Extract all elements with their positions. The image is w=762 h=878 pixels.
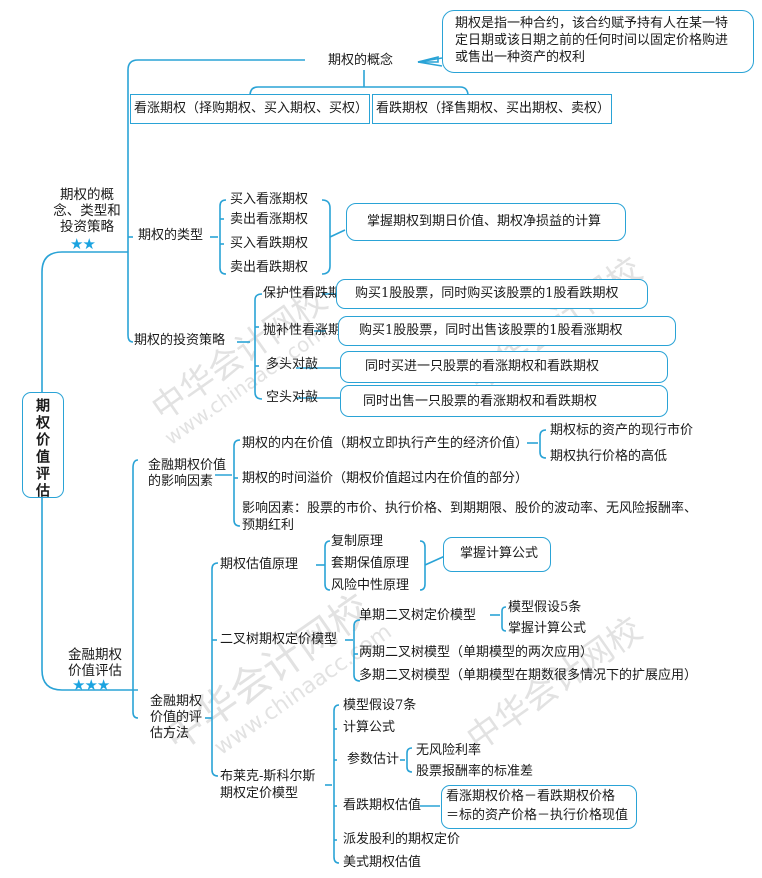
- bsm-formula: 计算公式: [343, 720, 396, 735]
- principle-item: 复制原理: [331, 534, 384, 549]
- influence-factors: 影响因素：股票的市价、执行价格、到期期限、股价的波动率、无风险报酬率、 预期红利: [242, 500, 697, 534]
- bsm-assumptions: 模型假设7条: [343, 698, 417, 713]
- importance-stars: ★★★: [72, 676, 110, 694]
- bsm-label-line: 期权定价模型: [220, 786, 299, 801]
- put-option-box: 看跌期权（择售期权、买出期权、卖权）: [372, 94, 612, 124]
- intrinsic-value: 期权的内在价值（期权立即执行产生的经济价值）: [242, 436, 529, 451]
- methods-label: 金融期权 价值的评 估方法: [150, 694, 202, 742]
- strategy-desc: 同时买进一只股票的看涨期权和看跌期权: [365, 359, 600, 374]
- binomial-single: 单期二叉树定价模型: [359, 608, 477, 623]
- call-option-box: 看涨期权（择购期权、买入期权、买权）: [130, 94, 370, 124]
- root-node: 期权价值评估: [22, 392, 64, 500]
- time-premium: 期权的时间溢价（期权价值超过内在价值的部分）: [242, 471, 529, 486]
- root-label: 期权价值评估: [34, 398, 50, 500]
- branch2-label: 金融期权 价值评估: [60, 647, 130, 679]
- principle-item: 风险中性原理: [331, 578, 410, 593]
- put-option-text: 看跌期权（择售期权、买出期权、卖权）: [376, 101, 611, 116]
- binomial-single-sub: 掌握计算公式: [508, 621, 587, 636]
- parity-line: 看涨期权价格－看跌期权价格: [446, 789, 616, 804]
- binomial-single-sub: 模型假设5条: [508, 600, 582, 615]
- concept-label: 期权的概念: [328, 53, 394, 68]
- intrinsic-sub-item: 期权执行价格的高低: [550, 449, 668, 464]
- influence-line: 预期红利: [242, 518, 295, 533]
- type-item: 买入看涨期权: [230, 192, 309, 207]
- types-note-text: 掌握期权到期日价值、期权净损益的计算: [367, 214, 602, 229]
- definition-line: 或售出一种资产的权利: [455, 50, 586, 65]
- principles-label: 期权估值原理: [220, 557, 299, 572]
- influence-line: 影响因素：股票的市价、执行价格、到期期限、股价的波动率、无风险报酬率、: [242, 501, 698, 516]
- bsm-params-sub: 股票报酬率的标准差: [416, 764, 534, 779]
- binomial-multi-period: 多期二叉树模型（单期模型在期数很多情况下的扩展应用）: [359, 668, 698, 683]
- strategy-desc-box: 同时买进一只股票的看涨期权和看跌期权: [340, 351, 668, 383]
- principle-item: 套期保值原理: [331, 556, 410, 571]
- strategy-desc: 购买1股股票，同时购买该股票的1股看跌期权: [355, 286, 619, 301]
- methods-label-line: 金融期权: [150, 694, 203, 709]
- strategy-desc: 购买1股股票，同时出售该股票的1股看涨期权: [359, 323, 623, 338]
- strategy-name: 抛补性看涨期权: [263, 323, 355, 338]
- bsm-put-valuation: 看跌期权估值: [343, 798, 422, 813]
- branch1-label-line: 念、类型和: [53, 203, 121, 219]
- principles-note-box: 掌握计算公式: [443, 537, 551, 572]
- branch2-label-line: 价值评估: [68, 663, 122, 679]
- strategy-desc-box: 同时出售一只股票的看涨期权和看跌期权: [340, 385, 668, 417]
- type-item: 买入看跌期权: [230, 236, 309, 251]
- strategy-name: 空头对敲: [266, 390, 319, 405]
- factors-label: 金融期权价值 的影响因素: [148, 458, 226, 490]
- branch2-label-line: 金融期权: [68, 647, 122, 663]
- strategy-name: 多头对敲: [266, 357, 319, 372]
- definition-line: 定日期或该日期之前的任何时间以固定价格购进: [455, 33, 729, 48]
- methods-label-line: 估方法: [150, 726, 190, 741]
- strategy-desc-box: 购买1股股票，同时购买该股票的1股看跌期权: [336, 279, 648, 309]
- bsm-dividends: 派发股利的期权定价: [343, 832, 461, 847]
- type-item: 卖出看跌期权: [230, 260, 309, 275]
- bsm-label: 布莱克-斯科尔斯 期权定价模型: [220, 768, 315, 802]
- bsm-params-sub: 无风险利率: [416, 743, 482, 758]
- intrinsic-sub-item: 期权标的资产的现行市价: [550, 423, 694, 438]
- definition-callout: 期权是指一种合约，该合约赋予持有人在某一特 定日期或该日期之前的任何时间以固定价…: [442, 10, 754, 73]
- factors-label-line: 的影响因素: [148, 474, 214, 489]
- strategy-desc: 同时出售一只股票的看涨期权和看跌期权: [363, 394, 598, 409]
- call-option-text: 看涨期权（择购期权、买入期权、买权）: [134, 101, 369, 116]
- importance-stars: ★★: [70, 235, 96, 253]
- principles-note-text: 掌握计算公式: [460, 546, 539, 561]
- types-label: 期权的类型: [138, 228, 204, 243]
- branch1-label: 期权的概 念、类型和 投资策略: [52, 187, 122, 235]
- strategy-desc-box: 购买1股股票，同时出售该股票的1股看涨期权: [338, 316, 676, 346]
- bsm-american: 美式期权估值: [343, 855, 422, 870]
- binomial-label: 二叉树期权定价模型: [220, 632, 338, 647]
- branch1-label-line: 投资策略: [60, 219, 114, 235]
- factors-label-line: 金融期权价值: [148, 458, 227, 473]
- strategy-name: 保护性看跌期权: [263, 286, 355, 301]
- definition-line: 期权是指一种合约，该合约赋予持有人在某一特: [455, 16, 729, 31]
- methods-label-line: 价值的评: [150, 710, 203, 725]
- put-call-parity-box: 看涨期权价格－看跌期权价格 ＝标的资产价格－执行价格现值: [441, 785, 637, 829]
- binomial-two-period: 两期二叉树模型（单期模型的两次应用）: [359, 645, 594, 660]
- branch1-label-line: 期权的概: [60, 187, 114, 203]
- strategies-label: 期权的投资策略: [134, 333, 226, 348]
- parity-line: ＝标的资产价格－执行价格现值: [446, 808, 629, 823]
- bsm-params: 参数估计: [347, 752, 400, 767]
- types-note-box: 掌握期权到期日价值、期权净损益的计算: [346, 203, 626, 241]
- bsm-label-line: 布莱克-斯科尔斯: [220, 769, 316, 784]
- type-item: 卖出看涨期权: [230, 212, 309, 227]
